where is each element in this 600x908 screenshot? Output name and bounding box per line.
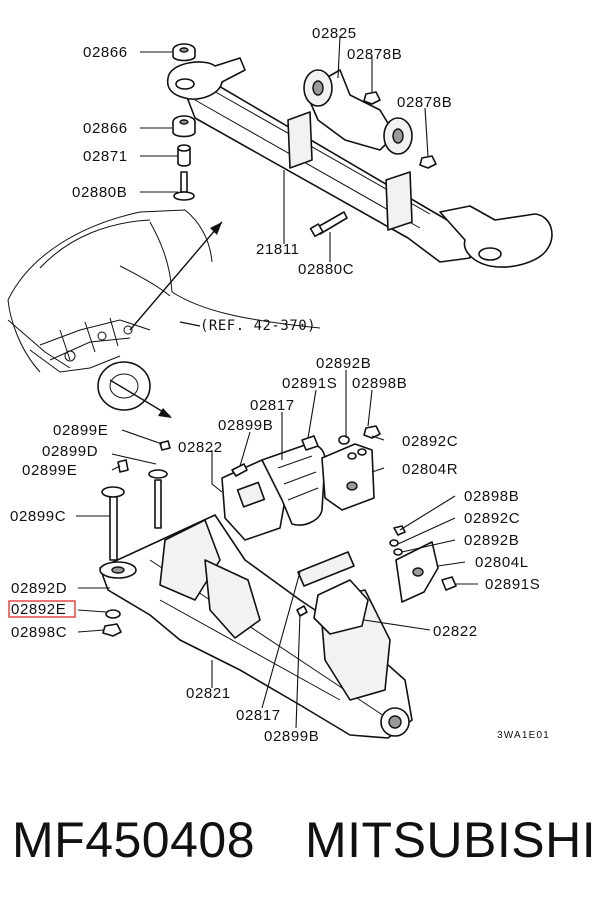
wheel-outline: [97, 361, 151, 411]
bracket-02804L: [389, 525, 457, 603]
part-number: MF450408: [12, 812, 256, 868]
label-02892B-upper: 02892B: [316, 355, 371, 372]
label-02880C: 02880C: [298, 261, 354, 278]
label-02878B-lower: 02878B: [397, 94, 452, 111]
label-02899D: 02899D: [42, 443, 98, 460]
upper-mount-pads: [221, 443, 326, 541]
insulator-02822-lower: [313, 579, 369, 635]
bolt-02891S-a: [301, 435, 319, 451]
label-02866-top: 02866: [83, 44, 128, 61]
bolt-02899D: [117, 459, 129, 473]
label-02892E: 02892E: [11, 601, 66, 618]
label-02899E-lower: 02899E: [22, 462, 77, 479]
diagram-code: 3WA1E01: [497, 730, 550, 741]
label-02880B: 02880B: [72, 184, 127, 201]
label-02821: 02821: [186, 685, 231, 702]
label-02804R: 02804R: [402, 461, 458, 478]
beam-bracket-right: [385, 171, 413, 231]
label-02899B-lower: 02899B: [264, 728, 319, 745]
washer-02892E: [105, 609, 121, 619]
label-02866-lower: 02866: [83, 120, 128, 137]
label-02899C: 02899C: [10, 508, 66, 525]
label-02878B-upper: 02878B: [347, 46, 402, 63]
label-02899B-upper: 02899B: [218, 417, 273, 434]
leader-lines: [76, 35, 478, 729]
upper-left-arm: [166, 57, 246, 100]
label-02822-upper: 02822: [178, 439, 223, 456]
left-fastener-column: [101, 440, 171, 637]
brand-name: MITSUBISHI: [305, 812, 597, 868]
lower-right-arm: [439, 205, 553, 268]
lower-crossmember-assembly: [99, 514, 413, 739]
bolt-02899E-long: [154, 479, 162, 529]
label-02825: 02825: [312, 25, 357, 42]
label-02871: 02871: [83, 148, 128, 165]
label-02892D: 02892D: [11, 580, 67, 597]
bolt-02899E-short: [159, 440, 171, 451]
nut-02898C: [102, 623, 122, 637]
label-02892C-upper: 02892C: [402, 433, 458, 450]
label-02804L: 02804L: [475, 554, 529, 571]
vehicle-outline: [7, 209, 321, 418]
collar-02871: [177, 148, 191, 167]
label-02891S-upper: 02891S: [282, 375, 337, 392]
bolts-02899B: [231, 463, 308, 617]
label-02892C-lower: 02892C: [464, 510, 520, 527]
label-02822-lower: 02822: [433, 623, 478, 640]
nut-02878B-b: [419, 155, 437, 169]
label-02817-lower: 02817: [236, 707, 281, 724]
label-reference: (REF. 42-370): [200, 318, 316, 334]
callout-labels: 02866 02825 02878B 02878B 02866 02871 02…: [8, 25, 550, 745]
highlight-box-02892E: [8, 600, 76, 618]
label-02892B-lower: 02892B: [464, 532, 519, 549]
nut-02898B-a: [363, 425, 381, 439]
washer-02892C-a: [338, 435, 350, 445]
bolt-02891S-b: [441, 576, 457, 591]
upper-left-fastener-stack: [172, 43, 196, 201]
footer: MF450408 MITSUBISHI: [0, 800, 600, 880]
upper-crossmember-assembly: [166, 57, 553, 268]
label-02898C: 02898C: [11, 624, 67, 641]
beam-bracket-left: [287, 111, 313, 169]
bolt-02880B: [180, 171, 188, 193]
label-02898B-upper: 02898B: [352, 375, 407, 392]
nut-02878B-a: [363, 91, 381, 105]
label-02891S-lower: 02891S: [485, 576, 540, 593]
label-21811: 21811: [256, 241, 300, 258]
label-02898B-lower: 02898B: [464, 488, 519, 505]
bolt-02899C: [109, 495, 118, 561]
label-02817-upper: 02817: [250, 397, 295, 414]
exploded-parts-diagram: 02866 02825 02878B 02878B 02866 02871 02…: [7, 25, 553, 745]
label-02899E-top: 02899E: [53, 422, 108, 439]
